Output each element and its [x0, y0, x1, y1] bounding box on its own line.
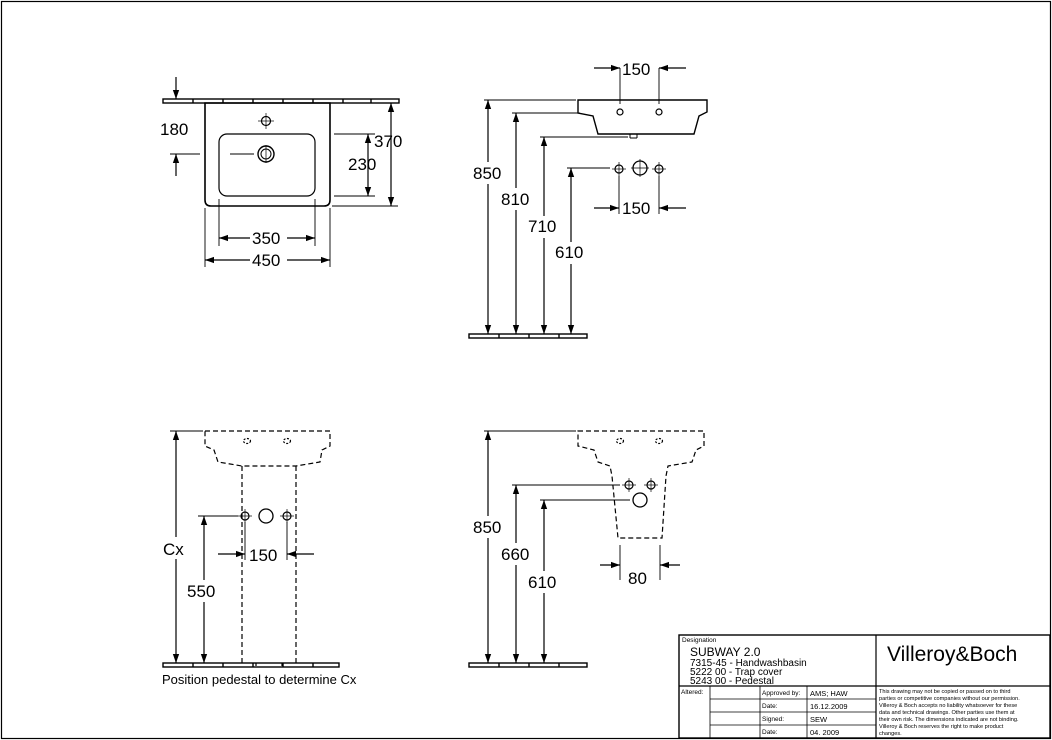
approved-label: Approved by:: [762, 690, 800, 697]
supply-connections: [622, 478, 658, 508]
top-view: [162, 77, 400, 267]
date2-label: Date:: [762, 729, 778, 736]
pedestal-hidden-outline: [241, 466, 297, 663]
supply-connections: [238, 508, 294, 524]
brand-logo: Villeroy&Boch: [887, 643, 1017, 666]
dim-80-label: 80: [628, 569, 647, 588]
dim-370-label: 370: [374, 132, 402, 151]
basin-outline: [204, 102, 331, 207]
product-line-3: 5243 00 - Pedestal: [690, 676, 774, 687]
dim-350-label: 350: [252, 229, 280, 248]
trap-cover-hidden-outline: [577, 430, 705, 539]
disclaimer-line: Villeroy & Boch reserves the right to ma…: [879, 724, 1004, 730]
side-view: [468, 64, 708, 339]
tap-hole-right: [655, 108, 663, 116]
title-block: [678, 634, 1051, 739]
disclaimer-line: parties or competitive companies without…: [879, 696, 1020, 702]
dim-610-label: 610: [555, 243, 583, 262]
disclaimer-line: Villeroy & Boch accepts no liability wha…: [879, 703, 1017, 709]
designation-label: Designation: [682, 637, 717, 644]
dim-610-trap-label: 610: [528, 573, 556, 592]
product-line-1: 7315-45 - Handwashbasin: [690, 658, 807, 669]
signed-label: Signed:: [762, 716, 784, 723]
disclaimer-line: changes.: [879, 731, 902, 737]
product-line-2: 5222 00 - Trap cover: [690, 667, 783, 678]
dim-450-label: 450: [252, 251, 280, 270]
dim-150-bottom-label: 150: [622, 199, 650, 218]
product-name: SUBWAY 2.0: [690, 645, 761, 659]
floor-line: [468, 333, 588, 339]
basin-side-outline: [577, 99, 708, 135]
disclaimer: This drawing may not be copied or passed…: [879, 689, 1020, 737]
approved-value: AMS; HAW: [810, 689, 849, 698]
date2-value: 04. 2009: [810, 728, 839, 737]
dim-230-label: 230: [348, 155, 376, 174]
dim-150-pedestal-label: 150: [249, 546, 277, 565]
floor-line: [162, 662, 340, 668]
altered-label: Altered:: [681, 689, 704, 696]
dim-660-label: 660: [501, 545, 529, 564]
date1-value: 16.12.2009: [810, 702, 848, 711]
disclaimer-line: This drawing may not be copied or passed…: [879, 689, 1011, 695]
supply-connections: [612, 159, 666, 177]
signed-value: SEW: [810, 715, 828, 724]
pedestal-note: Position pedestal to determine Cx: [162, 672, 357, 687]
dim-180-label: 180: [160, 120, 188, 139]
dim-710-label: 710: [528, 217, 556, 236]
dim-150-top-label: 150: [622, 60, 650, 79]
floor-line: [468, 662, 588, 668]
dim-850-trap-label: 850: [473, 518, 501, 537]
disclaimer-line: their own risk. The dimensions indicated…: [879, 717, 1019, 723]
dim-810-label: 810: [501, 190, 529, 209]
bowl-outline: [218, 133, 316, 197]
dim-cx-label: Cx: [163, 540, 184, 559]
date1-label: Date:: [762, 703, 778, 710]
dim-550-label: 550: [187, 582, 215, 601]
basin-hidden-outline: [204, 430, 331, 467]
dim-850-label: 850: [473, 164, 501, 183]
tap-hole-left: [616, 108, 624, 116]
disclaimer-line: data and technical drawings. Other parti…: [879, 710, 1015, 716]
